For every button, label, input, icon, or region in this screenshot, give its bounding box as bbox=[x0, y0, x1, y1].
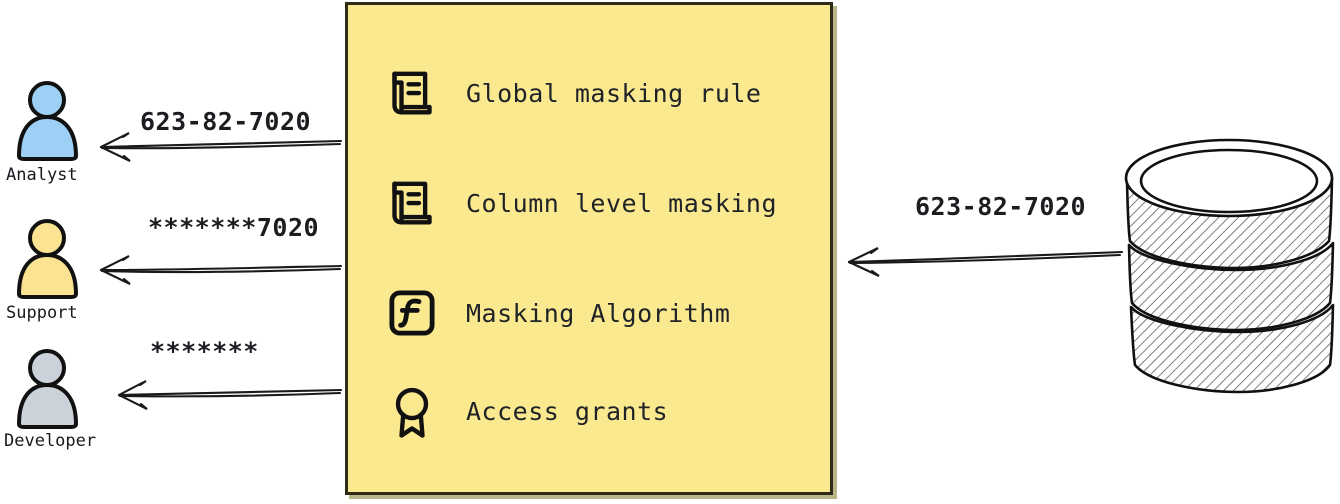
panel-label-global-masking-rule: Global masking rule bbox=[466, 78, 762, 108]
arrow-caption-support: *******7020 bbox=[148, 213, 320, 242]
arrow-caption-analyst: 623-82-7020 bbox=[140, 107, 312, 136]
actor-figure-support bbox=[17, 219, 78, 299]
panel-row-access-grants[interactable]: Access grants bbox=[384, 379, 668, 443]
arrow-panel-to-support bbox=[99, 255, 343, 285]
actor-figure-developer bbox=[17, 349, 78, 429]
panel-row-column-level-masking[interactable]: Column level masking bbox=[384, 171, 777, 235]
masking-policy-panel: Global masking rule Column level masking bbox=[345, 2, 833, 495]
function-icon bbox=[389, 290, 435, 336]
panel-row-masking-algorithm[interactable]: Masking Algorithm bbox=[384, 281, 730, 345]
actor-label-analyst: Analyst bbox=[6, 165, 78, 185]
panel-row-global-masking-rule[interactable]: Global masking rule bbox=[384, 61, 761, 125]
database-cylinder-icon bbox=[1124, 138, 1335, 394]
actor-figure-analyst bbox=[17, 81, 78, 161]
award-icon bbox=[395, 387, 429, 438]
arrow-panel-to-developer bbox=[117, 380, 343, 410]
arrow-caption-developer: ******* bbox=[150, 337, 259, 366]
panel-label-access-grants: Access grants bbox=[466, 396, 669, 426]
arrow-caption-database: 623-82-7020 bbox=[915, 192, 1087, 221]
arrow-panel-to-analyst bbox=[99, 132, 343, 162]
scroll-icon bbox=[392, 181, 432, 225]
scroll-icon bbox=[392, 71, 432, 115]
actor-label-developer: Developer bbox=[4, 431, 97, 451]
panel-label-masking-algorithm: Masking Algorithm bbox=[466, 298, 731, 328]
actor-label-support: Support bbox=[6, 303, 78, 323]
arrow-database-to-panel bbox=[847, 247, 1124, 277]
panel-label-column-level-masking: Column level masking bbox=[466, 188, 778, 218]
